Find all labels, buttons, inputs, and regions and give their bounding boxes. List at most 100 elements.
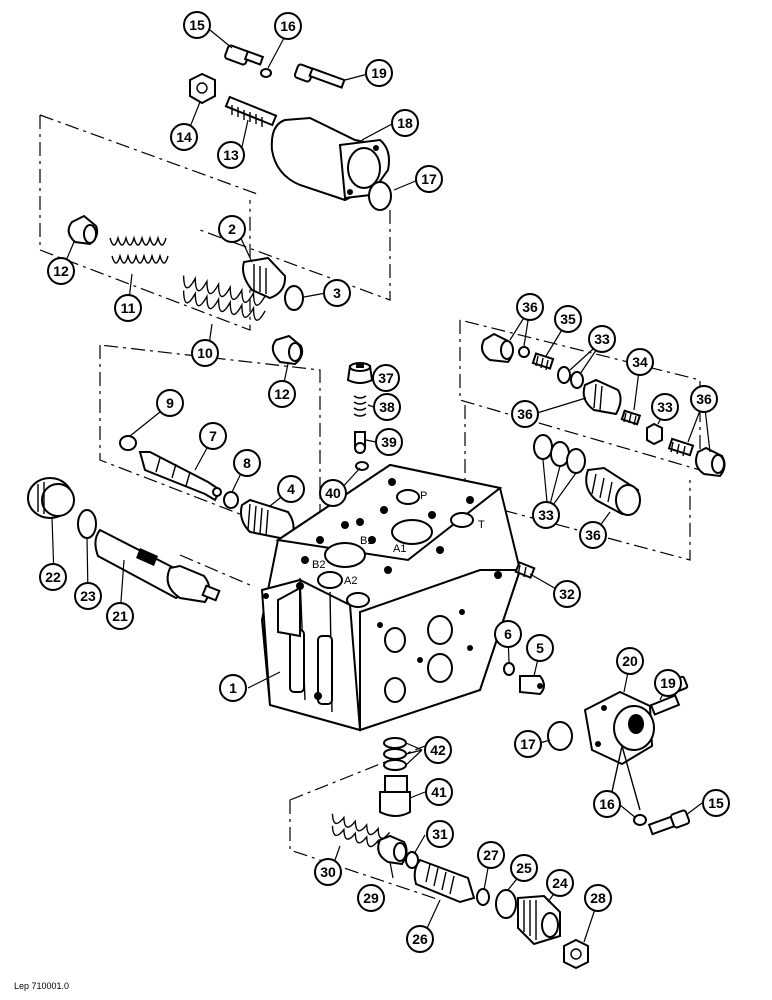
callout-39: 39	[375, 428, 403, 456]
svg-text:27: 27	[483, 847, 499, 863]
callout-3: 3	[323, 279, 351, 307]
part-valve-26	[413, 858, 476, 904]
callout-8: 8	[233, 449, 261, 477]
svg-text:40: 40	[325, 485, 341, 501]
svg-text:36: 36	[585, 527, 601, 543]
callout-23: 23	[74, 582, 102, 610]
callout-21: 21	[106, 602, 134, 630]
part-nut-14	[189, 72, 216, 105]
part-body-36e	[585, 466, 641, 516]
svg-text:19: 19	[660, 675, 676, 691]
callout-36-d: 36	[579, 521, 607, 549]
part-spring-34	[620, 409, 642, 426]
callout-31: 31	[426, 820, 454, 848]
part-o-ring-33a	[557, 366, 571, 384]
svg-text:11: 11	[121, 300, 136, 316]
callout-2: 2	[218, 215, 246, 243]
svg-text:6: 6	[504, 626, 512, 642]
callout-17-lower: 17	[514, 730, 542, 758]
callout-33-c: 33	[532, 501, 560, 529]
callout-28: 28	[584, 884, 612, 912]
svg-text:16: 16	[280, 18, 296, 34]
svg-text:19: 19	[371, 65, 387, 81]
part-flange-20	[583, 690, 655, 766]
part-plug-2	[242, 256, 287, 300]
part-cap-screw-15	[224, 44, 265, 66]
svg-text:42: 42	[430, 742, 446, 758]
port-label-p: P	[420, 490, 427, 502]
part-o-ring-17b	[547, 721, 573, 751]
svg-text:23: 23	[80, 588, 96, 604]
callout-9: 9	[156, 389, 184, 417]
part-plug-37	[346, 362, 374, 384]
callout-6: 6	[494, 620, 522, 648]
svg-text:15: 15	[189, 17, 205, 33]
svg-text:30: 30	[320, 864, 336, 880]
svg-text:37: 37	[378, 370, 394, 386]
svg-text:38: 38	[379, 399, 395, 415]
part-o-ring-27	[476, 888, 490, 906]
svg-text:39: 39	[381, 434, 397, 450]
callout-42: 42	[424, 736, 452, 764]
part-stud-13	[224, 95, 278, 127]
callout-1: 1	[219, 674, 247, 702]
callout-26: 26	[406, 925, 434, 953]
svg-text:21: 21	[112, 608, 128, 624]
part-nut-28	[563, 938, 589, 970]
svg-text:12: 12	[53, 263, 69, 279]
part-bolt-19	[293, 63, 346, 89]
svg-text:5: 5	[536, 640, 544, 656]
part-spring-10	[182, 275, 266, 321]
svg-text:41: 41	[431, 784, 447, 800]
callout-13: 13	[217, 141, 245, 169]
svg-text:14: 14	[176, 129, 192, 145]
callout-19-top: 19	[365, 59, 393, 87]
part-o-ring-25	[495, 889, 517, 919]
callout-12-top: 12	[47, 257, 75, 285]
svg-text:8: 8	[243, 455, 251, 471]
port-label-b1: B1	[360, 535, 373, 547]
callout-20: 20	[616, 647, 644, 675]
port-label-a2: A2	[344, 575, 357, 587]
part-o-ring-23	[77, 509, 97, 539]
callout-15-top: 15	[183, 11, 211, 39]
callout-41: 41	[425, 778, 453, 806]
callout-14: 14	[170, 123, 198, 151]
callout-30: 30	[314, 858, 342, 886]
callout-7: 7	[199, 422, 227, 450]
svg-text:17: 17	[421, 171, 437, 187]
svg-text:36: 36	[522, 299, 538, 315]
svg-text:17: 17	[520, 736, 536, 752]
part-spool-7	[138, 451, 222, 502]
callout-19-lower: 19	[654, 669, 682, 697]
part-o-ring-3	[284, 285, 304, 311]
reference-code: Lep 710001.0	[14, 981, 70, 991]
callout-22: 22	[39, 563, 67, 591]
part-ring-9	[119, 435, 137, 451]
part-piston-21	[94, 528, 221, 604]
svg-text:9: 9	[166, 395, 174, 411]
port-label-a1: A1	[393, 543, 406, 555]
svg-text:34: 34	[632, 354, 648, 370]
part-o-ring-31	[405, 851, 419, 869]
part-spring-11	[109, 235, 169, 264]
part-o-ring-17-top	[368, 181, 392, 211]
svg-text:10: 10	[197, 345, 213, 361]
callout-27: 27	[477, 841, 505, 869]
part-ball-36	[518, 346, 530, 358]
svg-text:13: 13	[223, 147, 239, 163]
callout-34: 34	[626, 348, 654, 376]
part-valve-36b	[582, 378, 622, 416]
part-o-ring-40	[355, 461, 369, 471]
part-cap-36a	[481, 332, 514, 364]
part-poppet-39	[354, 431, 366, 454]
svg-text:31: 31	[432, 826, 448, 842]
svg-text:32: 32	[559, 586, 575, 602]
callout-32: 32	[553, 580, 581, 608]
part-spring-38	[353, 395, 367, 417]
callout-37: 37	[372, 364, 400, 392]
svg-text:7: 7	[209, 428, 217, 444]
svg-text:29: 29	[363, 890, 379, 906]
part-nut-33	[646, 422, 663, 446]
